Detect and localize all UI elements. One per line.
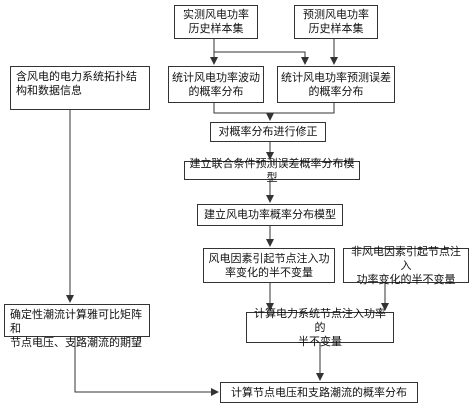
nonwind-invariants-label: 非风电因素引起节点注入 功率变化的半不变量 <box>351 244 461 286</box>
error-distribution-box: 统计风电功率预测误差 的概率分布 <box>277 66 395 103</box>
topology-info-box: 含风电的电力系统拓扑结 构和数据信息 <box>10 66 150 110</box>
wind-invariants-label: 风电因素引起节点注入功 率变化的半不变量 <box>208 251 330 279</box>
error-distribution-label: 统计风电功率预测误差 的概率分布 <box>281 70 391 98</box>
arrow-measured-to-error <box>214 51 309 65</box>
arrow-jacobian-to-final <box>74 337 219 396</box>
correct-distribution-box: 对概率分布进行修正 <box>210 122 326 142</box>
joint-model-box: 建立联合条件预测误差概率分布模型 <box>184 157 360 184</box>
nonwind-invariants-box: 非风电因素引起节点注入 功率变化的半不变量 <box>343 245 469 286</box>
predicted-samples-box: 预测风电功率 历史样本集 <box>294 5 378 39</box>
node-injection-invariants-label: 计算电力系统节点注入功率的 半不变量 <box>254 306 386 348</box>
correct-distribution-label: 对概率分布进行修正 <box>218 125 318 138</box>
arrow-fluctuation-to-correct <box>213 103 274 121</box>
measured-samples-label: 实测风电功率 历史样本集 <box>183 8 249 35</box>
jacobian-expectation-box: 确定性潮流计算雅可比矩阵和 节点电压、支路潮流的期望 <box>4 304 150 349</box>
predicted-samples-label: 预测风电功率 历史样本集 <box>303 8 369 35</box>
power-model-box: 建立风电功率概率分布模型 <box>197 204 343 226</box>
jacobian-expectation-label: 确定性潮流计算雅可比矩阵和 节点电压、支路潮流的期望 <box>10 308 142 349</box>
power-model-label: 建立风电功率概率分布模型 <box>204 208 336 221</box>
final-distribution-label: 计算节点电压和支路潮流的概率分布 <box>231 385 407 399</box>
topology-info-label: 含风电的电力系统拓扑结 构和数据信息 <box>16 70 137 97</box>
final-distribution-box: 计算节点电压和支路潮流的概率分布 <box>220 382 418 403</box>
fluctuation-distribution-box: 统计风电功率波动 的概率分布 <box>168 66 264 103</box>
wind-invariants-box: 风电因素引起节点注入功 率变化的半不变量 <box>203 248 335 283</box>
fluctuation-distribution-label: 统计风电功率波动 的概率分布 <box>172 70 260 98</box>
arrow-error-to-correct <box>270 103 335 114</box>
joint-model-label: 建立联合条件预测误差概率分布模型 <box>189 156 355 184</box>
node-injection-invariants-box: 计算电力系统节点注入功率的 半不变量 <box>246 307 394 348</box>
measured-samples-box: 实测风电功率 历史样本集 <box>174 5 258 39</box>
